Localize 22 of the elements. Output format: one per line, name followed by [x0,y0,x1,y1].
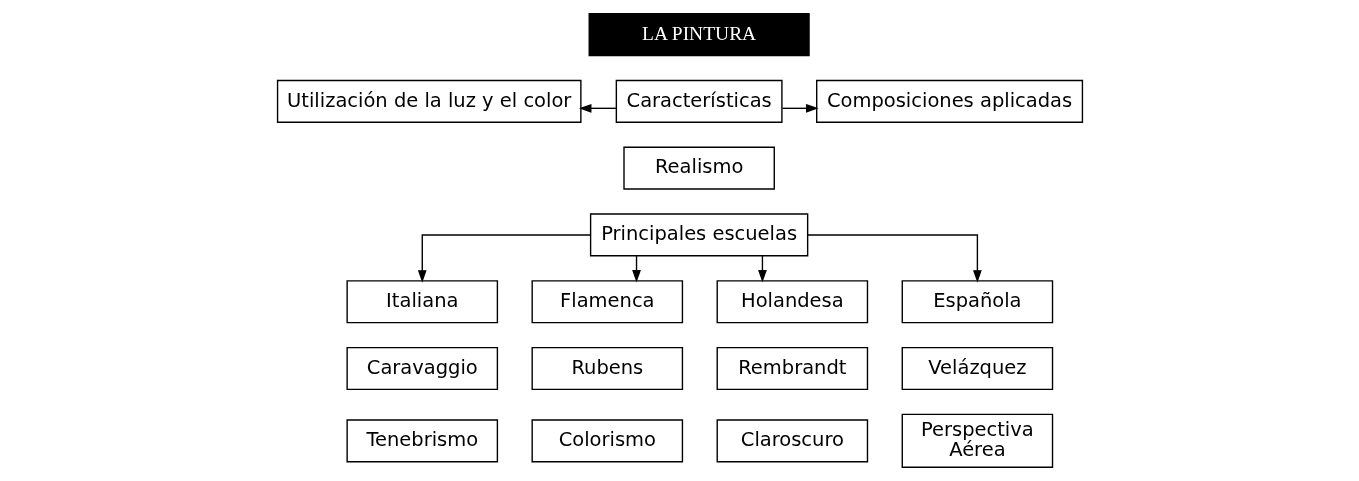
arrow [417,234,591,283]
node-box: Rembrandt [716,346,868,391]
node-box: LA PINTURA [588,13,810,57]
node-box: Italiana [345,280,498,324]
node-box: Rubens [530,346,683,391]
node-box: Caravaggio [345,346,498,391]
node-box: Utilización de la luz y el color [276,79,582,123]
arrow [806,234,982,283]
arrow [781,103,819,113]
node-box: Colorismo [530,419,683,463]
node-box: Holandesa [716,280,868,324]
arrow [578,103,617,113]
node-box: Realismo [622,146,775,190]
node-box: Flamenca [530,280,683,324]
node-box: Velázquez [901,346,1053,391]
node-box: Características [615,79,783,123]
node-box: Principales escuelas [589,213,808,257]
node-box: Española [901,280,1053,324]
node-box: Perspectiva Aérea [901,413,1053,468]
node-box: Claroscuro [716,419,868,463]
node-box: Composiciones aplicadas [815,79,1083,123]
node-box: Tenebrismo [345,419,498,463]
